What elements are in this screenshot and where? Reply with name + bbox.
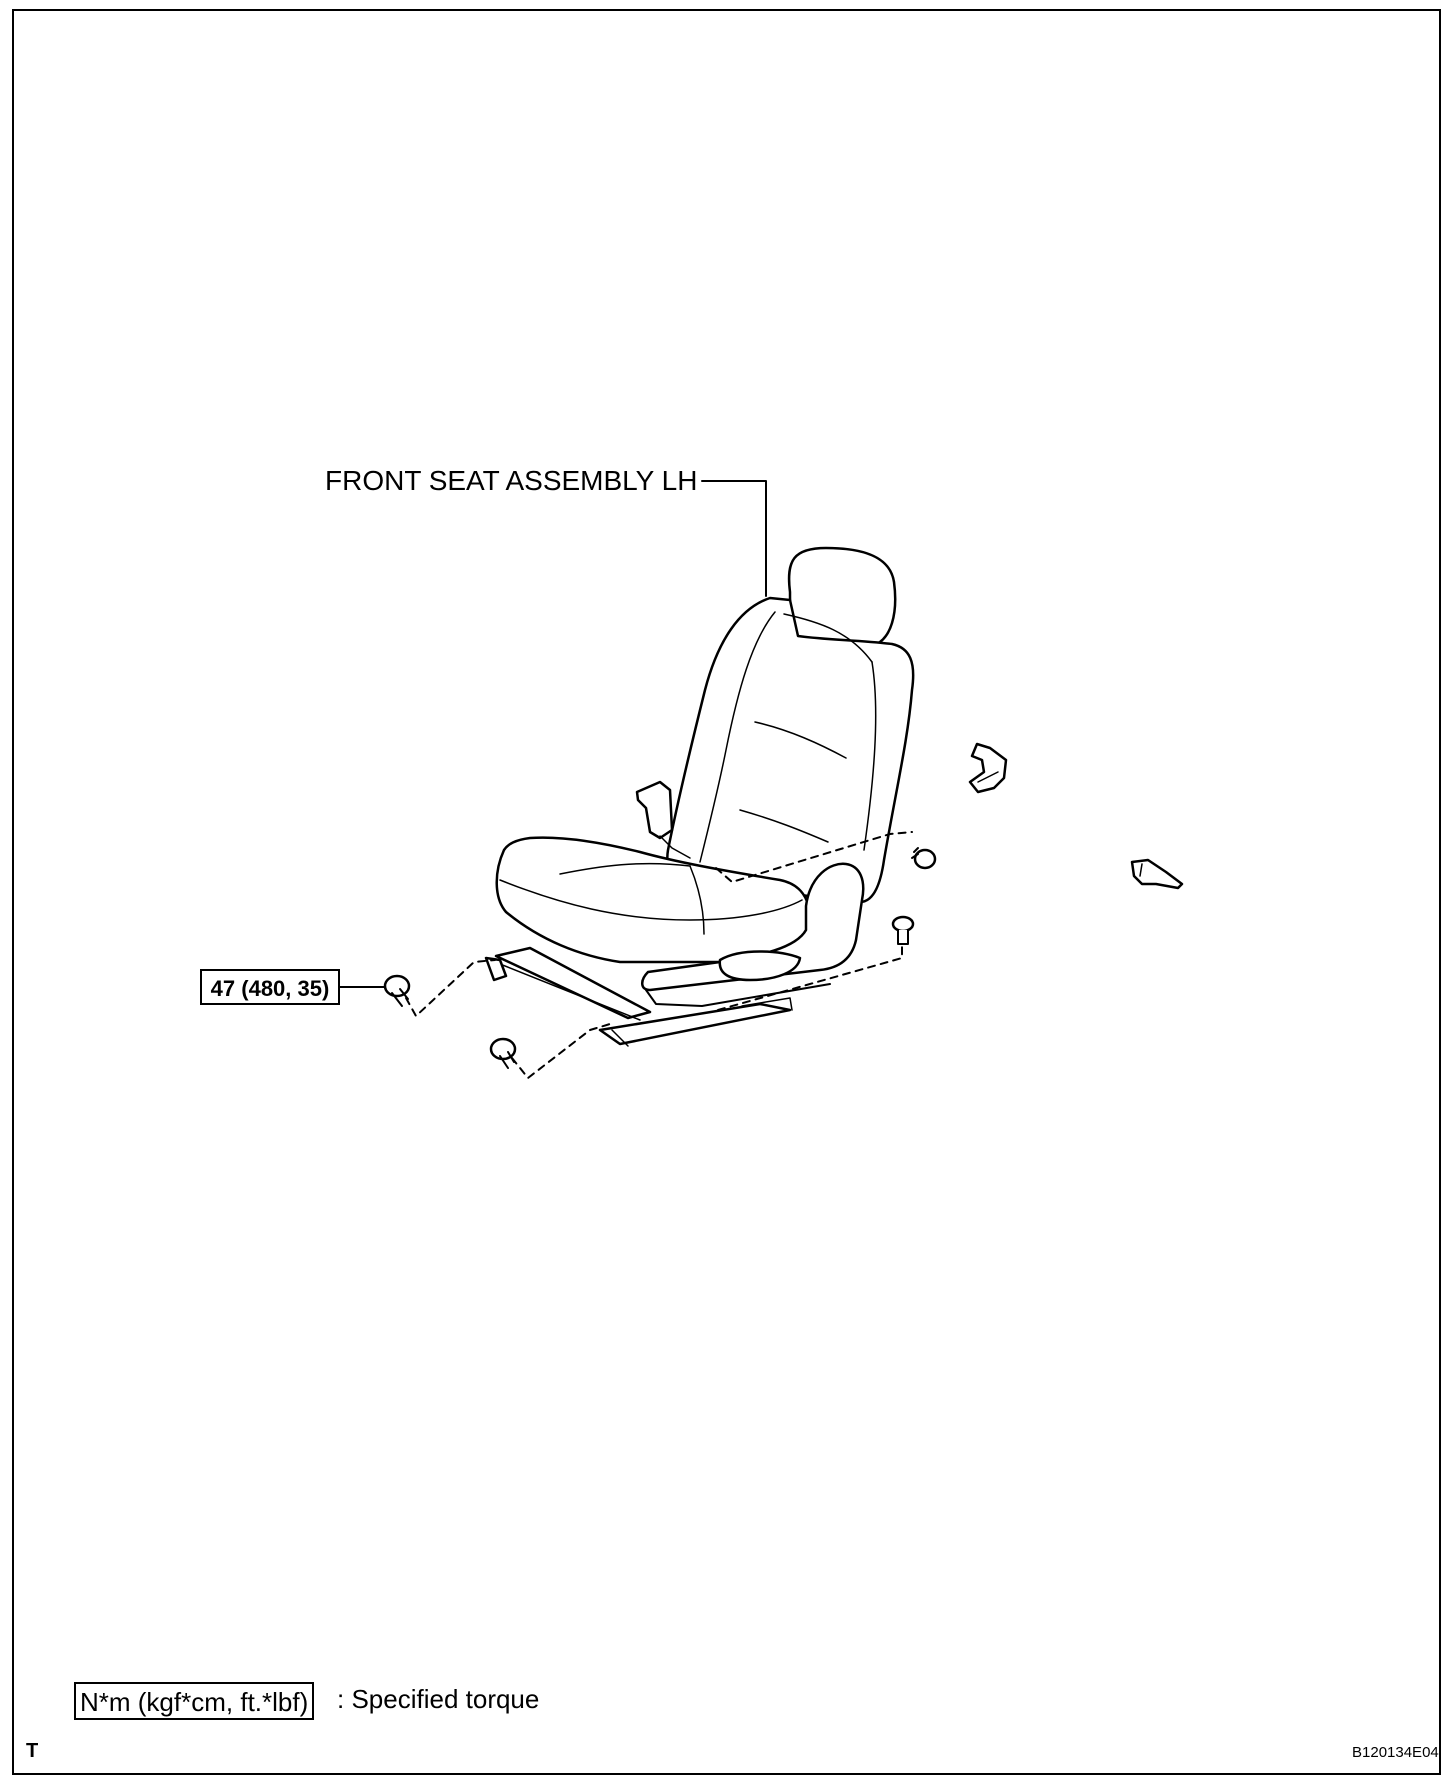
seat-cushion	[495, 836, 812, 964]
diagram-frame	[12, 9, 1441, 1775]
seatbelt-buckle	[635, 780, 691, 859]
torque-callout-box: 47 (480, 35)	[200, 969, 340, 1005]
bolt-icon	[911, 847, 937, 870]
label-leader-line	[701, 480, 767, 597]
bolt-icon	[383, 974, 411, 1007]
bolt-icon	[489, 1037, 517, 1069]
torque-legend-description: : Specified torque	[337, 1684, 540, 1714]
corner-mark: T	[26, 1740, 39, 1762]
seat-rails	[484, 946, 793, 1047]
figure-code: B120134E04	[1352, 1744, 1439, 1761]
torque-legend-unit-box: N*m (kgf*cm, ft.*lbf)	[74, 1682, 315, 1720]
seatback	[666, 596, 915, 904]
bolt-icon	[891, 915, 915, 945]
rail-cover-upper	[968, 742, 1008, 794]
seat-side-panel	[641, 862, 865, 1007]
rail-cover-lower	[1130, 858, 1184, 890]
part-label-front-seat: FRONT SEAT ASSEMBLY LH	[325, 465, 698, 496]
